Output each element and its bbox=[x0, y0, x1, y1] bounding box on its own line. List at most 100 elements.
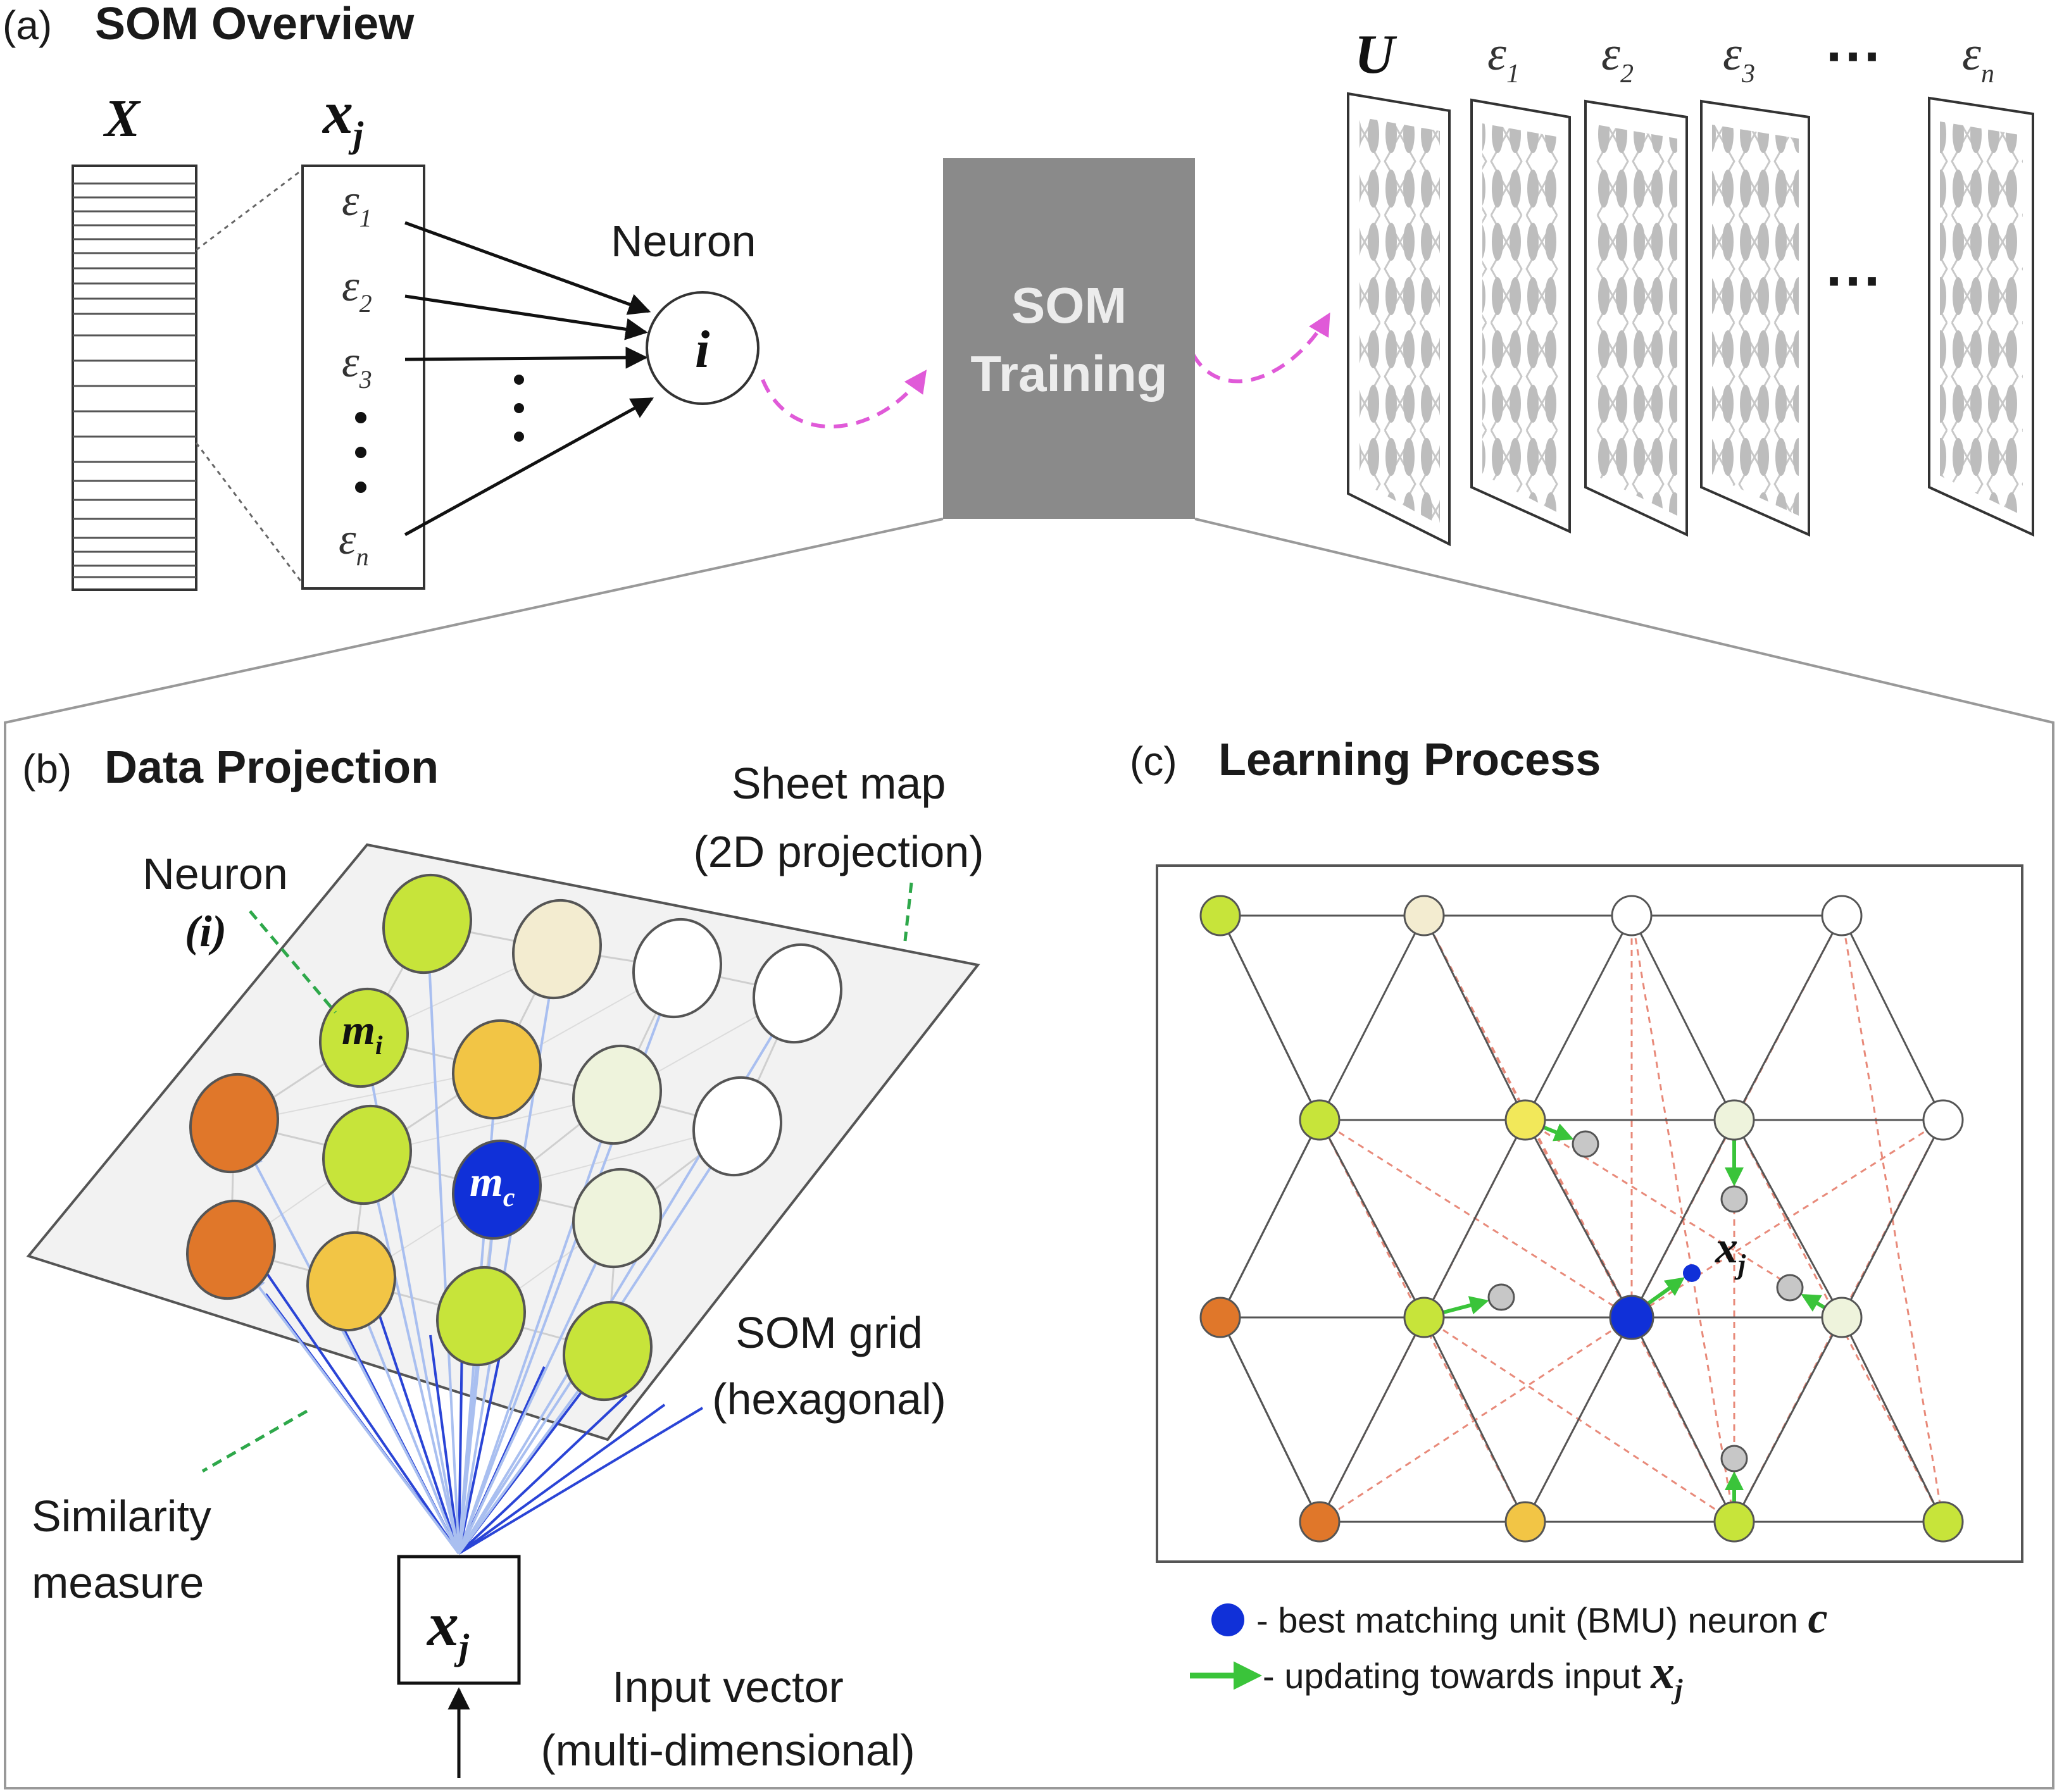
lattice-edge bbox=[1733, 1317, 1843, 1522]
lattice-edge bbox=[1630, 1119, 1735, 1318]
similarity-line bbox=[378, 1316, 460, 1554]
map-en bbox=[1928, 96, 2034, 537]
neighbor-line bbox=[1733, 1119, 1944, 1522]
input-point-xj bbox=[1683, 1264, 1701, 1282]
vector-entry-n: εn bbox=[339, 515, 369, 571]
lattice-neuron bbox=[1713, 1099, 1755, 1141]
lattice-neuron bbox=[1922, 1099, 1964, 1141]
projection-arrow bbox=[458, 1347, 485, 1554]
projection-arrow bbox=[422, 955, 460, 1554]
learning-box bbox=[1156, 864, 2023, 1563]
similarity-line bbox=[265, 1271, 460, 1555]
lattice-edge bbox=[1524, 915, 1633, 1121]
panel-a-letter: (a) bbox=[3, 3, 52, 48]
lattice-edge bbox=[1841, 1317, 1944, 1522]
lattice-edge bbox=[1219, 1119, 1321, 1318]
updated-neuron bbox=[1572, 1130, 1599, 1158]
legend-bmu-text: - best matching unit (BMU) neuron c bbox=[1256, 1594, 1828, 1643]
panel-b: (b) Data Projection mi mc Sheet map (2D … bbox=[22, 742, 984, 1778]
maps-ellipsis-mid: ··· bbox=[1826, 250, 1883, 313]
map-en-label: εn bbox=[1962, 27, 1994, 89]
panel-a-title: SOM Overview bbox=[95, 0, 415, 49]
lattice-neuron bbox=[1299, 1501, 1341, 1543]
lattice-edge bbox=[1219, 1317, 1321, 1522]
lattice-neuron bbox=[1504, 1501, 1546, 1543]
update-arrow bbox=[1442, 1296, 1489, 1315]
lattice-edge bbox=[1423, 1317, 1527, 1522]
som-neuron bbox=[435, 1266, 527, 1367]
som-neuron bbox=[306, 1231, 397, 1332]
map-e3 bbox=[1700, 99, 1810, 537]
map-e2-label: ε2 bbox=[1601, 27, 1634, 89]
pink-arrow-to-training bbox=[761, 370, 927, 429]
input-arrows bbox=[404, 221, 654, 537]
panel-c: (c) Learning Process xj - best matching … bbox=[1130, 735, 2023, 1705]
map-u bbox=[1347, 92, 1451, 547]
data-matrix-x bbox=[72, 165, 197, 591]
projection-arrow bbox=[370, 1185, 460, 1554]
lattice-edge bbox=[1219, 915, 1321, 1121]
panel-c-letter: (c) bbox=[1130, 738, 1177, 784]
lattice-edge bbox=[1524, 1317, 1633, 1522]
som-grid-label-2: (hexagonal) bbox=[712, 1374, 946, 1424]
neuron-label: Neuron bbox=[611, 216, 756, 266]
similarity-label-2: measure bbox=[32, 1558, 204, 1607]
som-training-line2: Training bbox=[970, 345, 1167, 402]
similarity-label-1: Similarity bbox=[32, 1491, 211, 1541]
vector-entry-2: ε2 bbox=[342, 262, 372, 318]
lattice-edge bbox=[1423, 1119, 1527, 1318]
lattice-edge bbox=[1630, 1317, 1735, 1522]
lattice-edge bbox=[1733, 915, 1843, 1121]
mc-label: mc bbox=[470, 1157, 515, 1212]
som-neuron bbox=[752, 943, 843, 1044]
neuron-i-label-2: (i) bbox=[185, 907, 227, 956]
projection-arrow bbox=[249, 1151, 460, 1554]
pink-arrow-to-maps bbox=[1191, 312, 1330, 383]
vector-xj-label: xj bbox=[322, 78, 364, 155]
neighbor-line bbox=[1318, 1119, 1527, 1522]
bmu-neuron bbox=[1609, 1295, 1654, 1340]
vector-dots-icon bbox=[355, 412, 366, 493]
xj-point-label: xj bbox=[1715, 1222, 1746, 1280]
maps-ellipsis-top: ··· bbox=[1826, 25, 1883, 89]
map-e2 bbox=[1584, 99, 1688, 537]
projection-arrow bbox=[458, 1376, 589, 1555]
map-e1 bbox=[1470, 98, 1571, 534]
som-neuron bbox=[692, 1076, 783, 1177]
legend-update-text: - updating towards input xj bbox=[1263, 1646, 1683, 1705]
som-neuron bbox=[451, 1019, 542, 1120]
similarity-line bbox=[458, 1341, 463, 1554]
lattice-neuron bbox=[1504, 1099, 1546, 1141]
lattice-neuron bbox=[1713, 1501, 1755, 1543]
som-neuron bbox=[562, 1300, 653, 1402]
som-training-box bbox=[943, 158, 1195, 519]
lattice-edge bbox=[1524, 1119, 1633, 1318]
lattice-edge bbox=[1318, 1119, 1425, 1318]
lattice-edge bbox=[1841, 915, 1944, 1121]
som-neuron bbox=[185, 1199, 277, 1300]
update-arrow bbox=[1801, 1293, 1827, 1312]
som-neuron bbox=[572, 1167, 663, 1269]
legend-bmu-icon bbox=[1211, 1603, 1244, 1636]
projection-arrow bbox=[458, 1247, 604, 1554]
som-neuron bbox=[511, 899, 603, 1000]
som-neuron bbox=[318, 987, 410, 1088]
lattice-neuron bbox=[1821, 1297, 1863, 1338]
panel-b-title: Data Projection bbox=[104, 742, 439, 793]
som-neuron bbox=[572, 1044, 663, 1145]
lattice-edge bbox=[1423, 915, 1527, 1121]
som-neuron bbox=[382, 873, 473, 974]
lattice-neuron bbox=[1299, 1099, 1341, 1141]
lattice-neuron bbox=[1821, 895, 1863, 936]
panel-b-letter: (b) bbox=[22, 746, 72, 792]
input-vector-label-1: Input vector bbox=[612, 1662, 844, 1712]
vector-entry-3: ε3 bbox=[342, 338, 372, 394]
input-xj-box bbox=[397, 1555, 521, 1685]
triangular-lattice bbox=[1219, 914, 1944, 1523]
projection-arrow bbox=[361, 1310, 460, 1554]
component-maps: U ε1 ε2 ε3 εn ··· ··· bbox=[1347, 24, 2034, 547]
map-e3-label: ε3 bbox=[1723, 27, 1755, 89]
similarity-line bbox=[458, 1394, 628, 1555]
lattice-edge bbox=[1630, 915, 1735, 1121]
